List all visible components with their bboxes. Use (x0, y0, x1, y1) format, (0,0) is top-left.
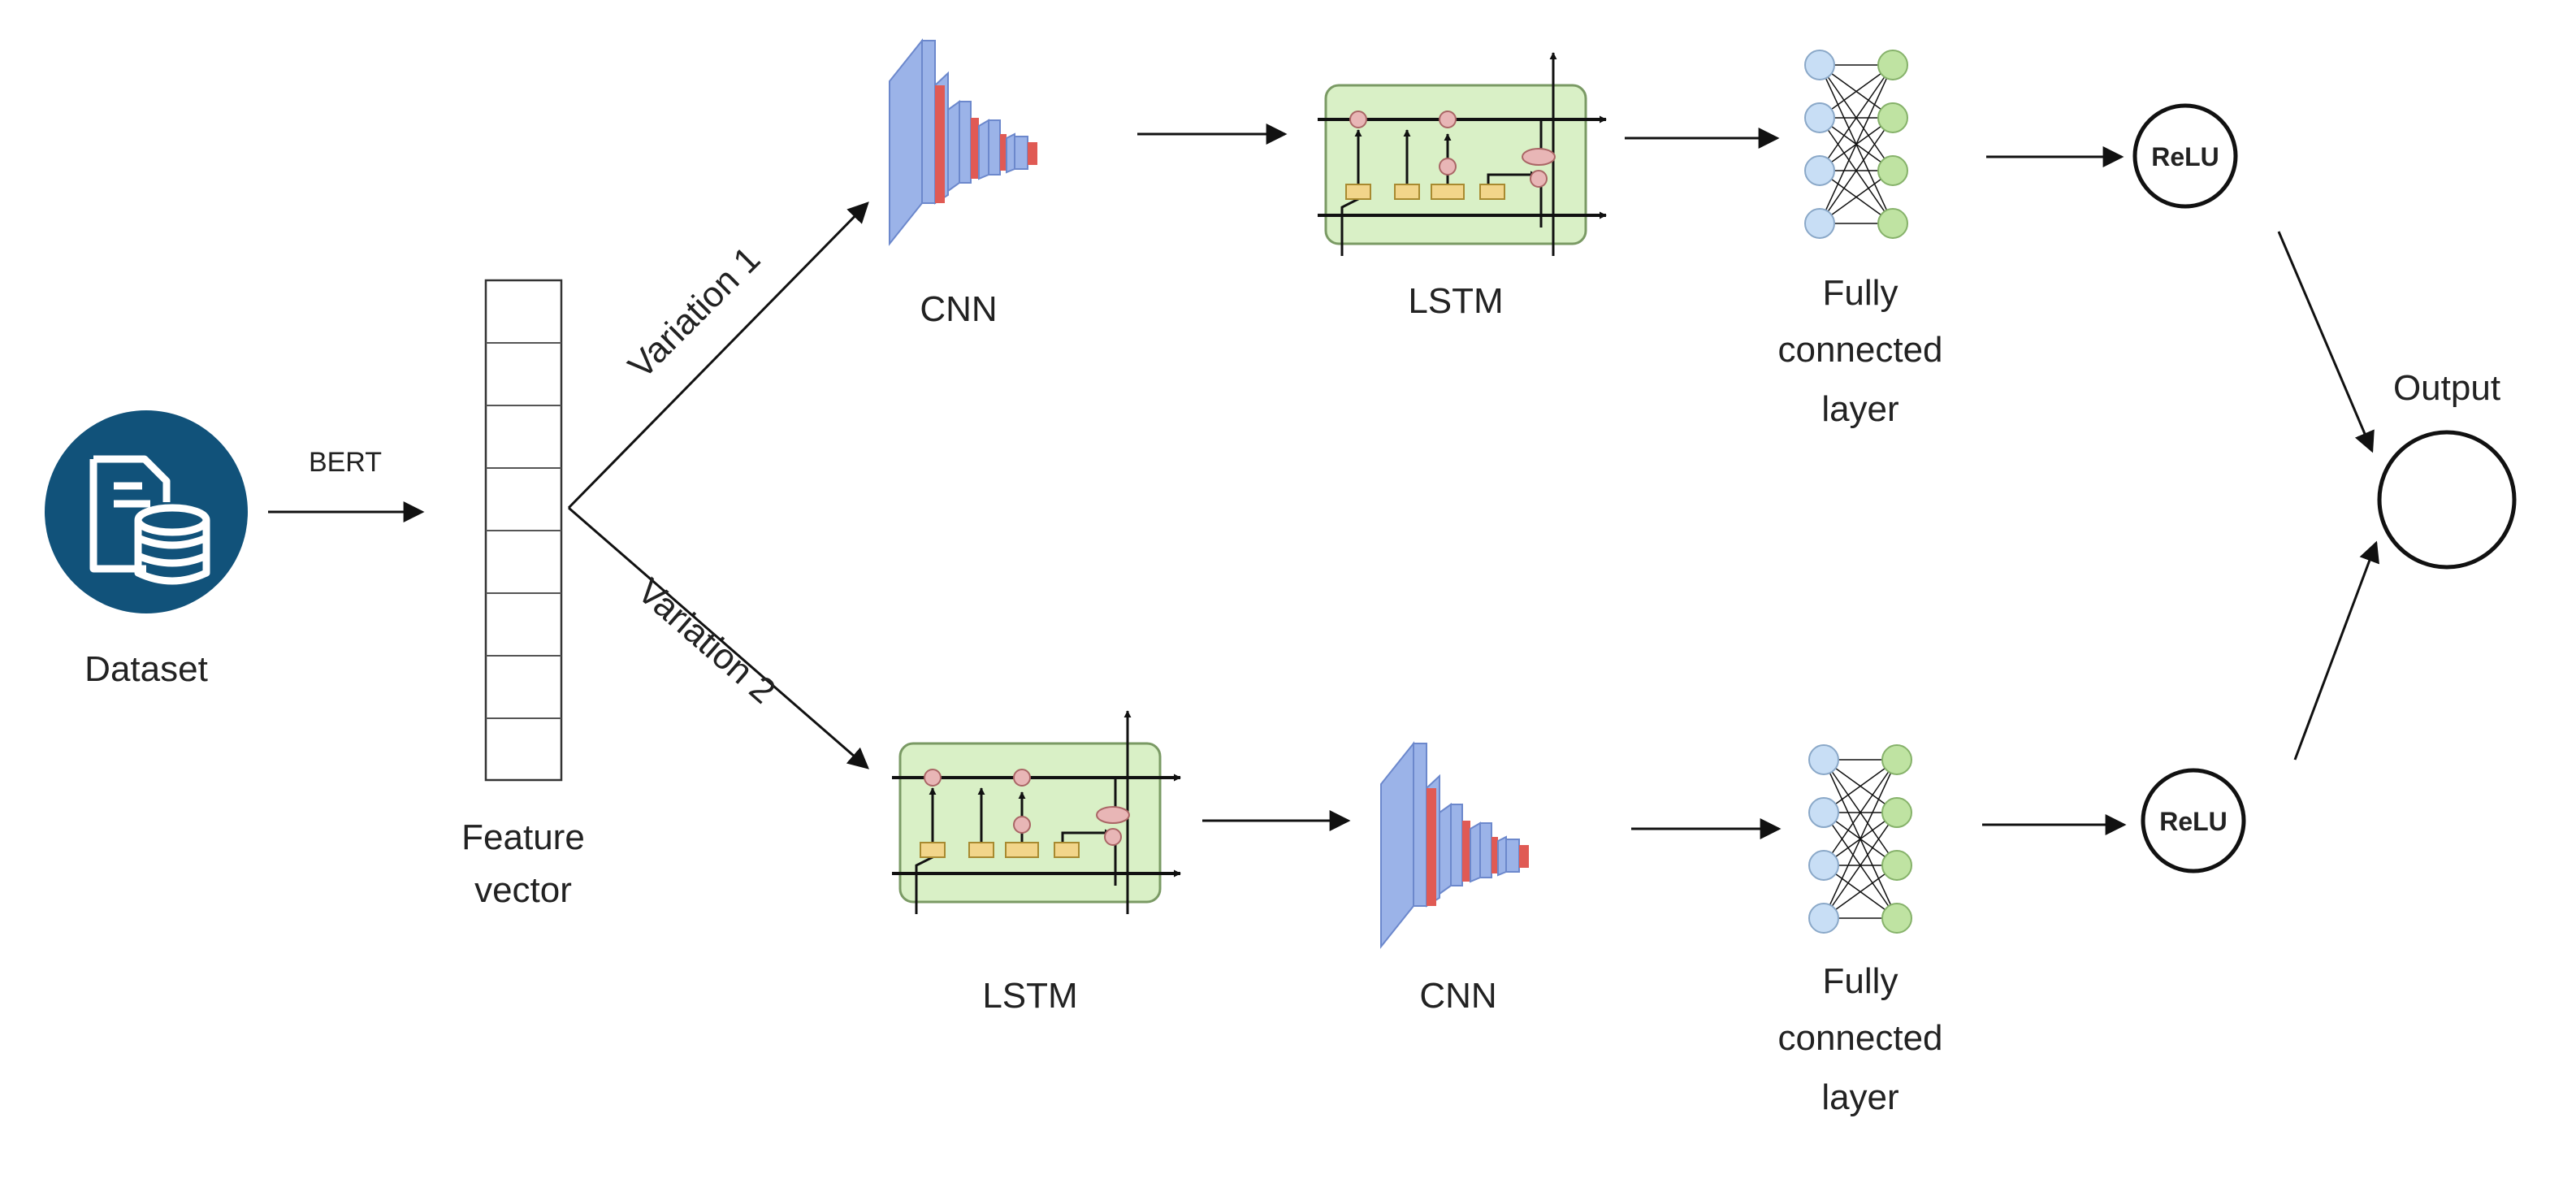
fc-bottom-label-line3: layer (1821, 1077, 1898, 1117)
fc-bottom-label-line2: connected (1777, 1018, 1942, 1058)
lstm-top: LSTM (1318, 53, 1606, 321)
fc-top-label-line3: layer (1821, 389, 1898, 429)
variation-1-label: Variation 1 (621, 239, 768, 386)
relu-bottom: ReLU (2141, 768, 2246, 873)
relu-top-label: ReLU (2151, 142, 2219, 171)
variation-2-branch: Variation 2 (568, 506, 869, 769)
fc-top-label-line1: Fully (1823, 273, 1898, 313)
fc-top-label-line2: connected (1777, 330, 1942, 370)
fc-bottom-label-line1: Fully (1823, 961, 1898, 1001)
cnn-top-label: CNN (920, 289, 997, 329)
output-label: Output (2393, 368, 2500, 408)
cnn-top: CNN (889, 40, 1038, 329)
relu-bottom-label: ReLU (2159, 807, 2227, 836)
lstm-bottom-label: LSTM (982, 976, 1077, 1016)
cnn-bottom-label: CNN (1419, 976, 1496, 1016)
database-document-icon (89, 455, 210, 585)
cnn-bottom: CNN (1380, 743, 1530, 1016)
lstm-top-label: LSTM (1408, 281, 1503, 321)
arrow-relu-top-to-output (2277, 231, 2375, 453)
relu-top: ReLU (2132, 103, 2238, 209)
bert-arrow: BERT (268, 447, 425, 522)
feature-vector: Feature vector (461, 279, 585, 910)
lstm-bottom: LSTM (892, 711, 1180, 1016)
arrow-relu-bottom-to-output (2293, 540, 2379, 761)
fc-layer-top: Fully connected layer (1777, 50, 1943, 429)
bert-label: BERT (309, 447, 382, 478)
output-node: Output (2377, 368, 2517, 570)
feature-vector-label-line1: Feature (461, 817, 585, 857)
fc-layer-bottom: Fully connected layer (1777, 744, 1943, 1117)
dataset-label: Dataset (84, 649, 208, 689)
dataset-node: Dataset (45, 410, 248, 689)
feature-vector-label-line2: vector (474, 870, 572, 910)
variation-2-label: Variation 2 (630, 571, 782, 712)
variation-1-branch: Variation 1 (567, 202, 869, 509)
